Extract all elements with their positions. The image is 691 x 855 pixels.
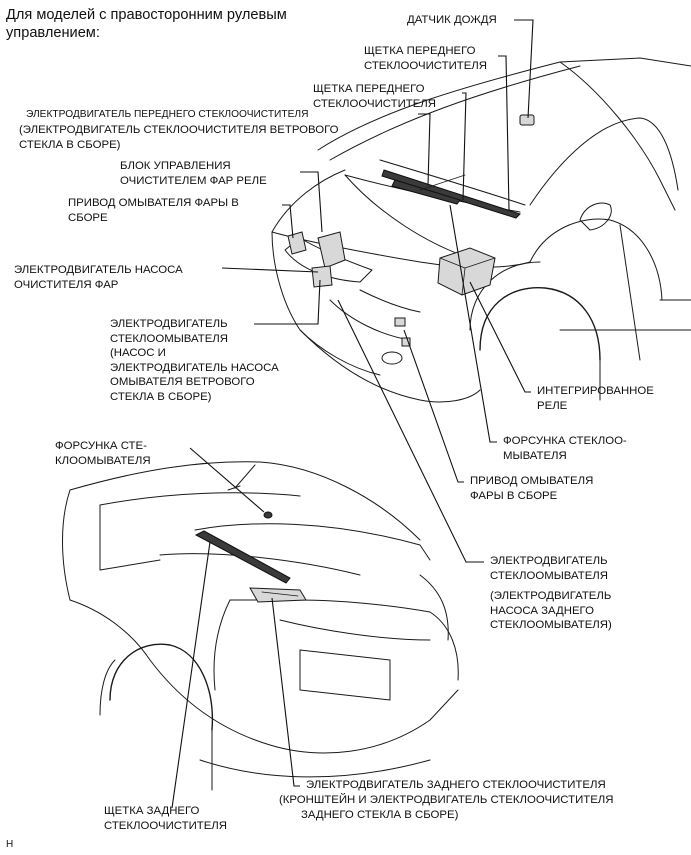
label-headlamp-cleaner-pump-motor: ЭЛЕКТРОДВИГАТЕЛЬ НАСОСА ОЧИСТИТЕЛЯ ФАР	[14, 264, 183, 291]
label-headlamp-washer-actuator-right: ПРИВОД ОМЫВАТЕЛЯ ФАРЫ В СБОРЕ	[470, 475, 594, 502]
label-washer-nozzle-front: ФОРСУНКА СТЕКЛОО- МЫВАТЕЛЯ	[503, 435, 627, 462]
front-car-body	[271, 57, 691, 403]
label-washer-motor-front: ЭЛЕКТРОДВИГАТЕЛЬ СТЕКЛООМЫВАТЕЛЯ (НАСОС …	[110, 318, 279, 403]
page-header: Для моделей с правосторонним рулевым упр…	[6, 6, 287, 42]
leader-lines	[171, 19, 534, 809]
label-washer-nozzle-rear: ФОРСУНКА СТЕ- КЛООМЫВАТЕЛЯ	[55, 440, 151, 467]
label-front-wiper-motor: ЭЛЕКТРОДВИГАТЕЛЬ ПЕРЕДНЕГО СТЕКЛООЧИСТИТ…	[26, 109, 309, 120]
label-front-wiper-blade-1: ЩЕТКА ПЕРЕДНЕГО СТЕКЛООЧИСТИТЕЛЯ	[364, 45, 488, 72]
label-rain-sensor: ДАТЧИК ДОЖДЯ	[407, 14, 497, 26]
label-rear-wiper-motor: ЭЛЕКТРОДВИГАТЕЛЬ ЗАДНЕГО СТЕКЛООЧИСТИТЕЛ…	[306, 779, 606, 791]
label-rear-wiper-blade: ЩЕТКА ЗАДНЕГО СТЕКЛООЧИСТИТЕЛЯ	[104, 805, 228, 832]
label-headlamp-cleaner-relay: БЛОК УПРАВЛЕНИЯ ОЧИСТИТЕЛЕМ ФАР РЕЛЕ	[120, 160, 267, 187]
header-line-1: Для моделей с правосторонним рулевым	[6, 7, 287, 23]
rear-car-body	[62, 461, 459, 791]
figure-code: H	[6, 839, 14, 850]
label-front-wiper-blade-2: ЩЕТКА ПЕРЕДНЕГО СТЕКЛООЧИСТИТЕЛЯ	[313, 83, 437, 110]
label-headlamp-washer-actuator-left: ПРИВОД ОМЫВАТЕЛЯ ФАРЫ В СБОРЕ	[68, 197, 239, 224]
label-rear-wiper-motor-sub: (КРОНШТЕЙН И ЭЛЕКТРОДВИГАТЕЛЬ СТЕКЛООЧИС…	[279, 794, 614, 821]
label-front-wiper-motor-sub: (ЭЛЕКТРОДВИГАТЕЛЬ СТЕКЛООЧИСТИТЕЛЯ ВЕТРО…	[19, 124, 339, 151]
label-integration-relay: ИНТЕГРИРОВАННОЕ РЕЛЕ	[537, 385, 654, 412]
header-line-2: управлением:	[6, 25, 100, 41]
label-washer-motor-rear: ЭЛЕКТРОДВИГАТЕЛЬ СТЕКЛООМЫВАТЕЛЯ (ЭЛЕКТР…	[490, 555, 612, 632]
